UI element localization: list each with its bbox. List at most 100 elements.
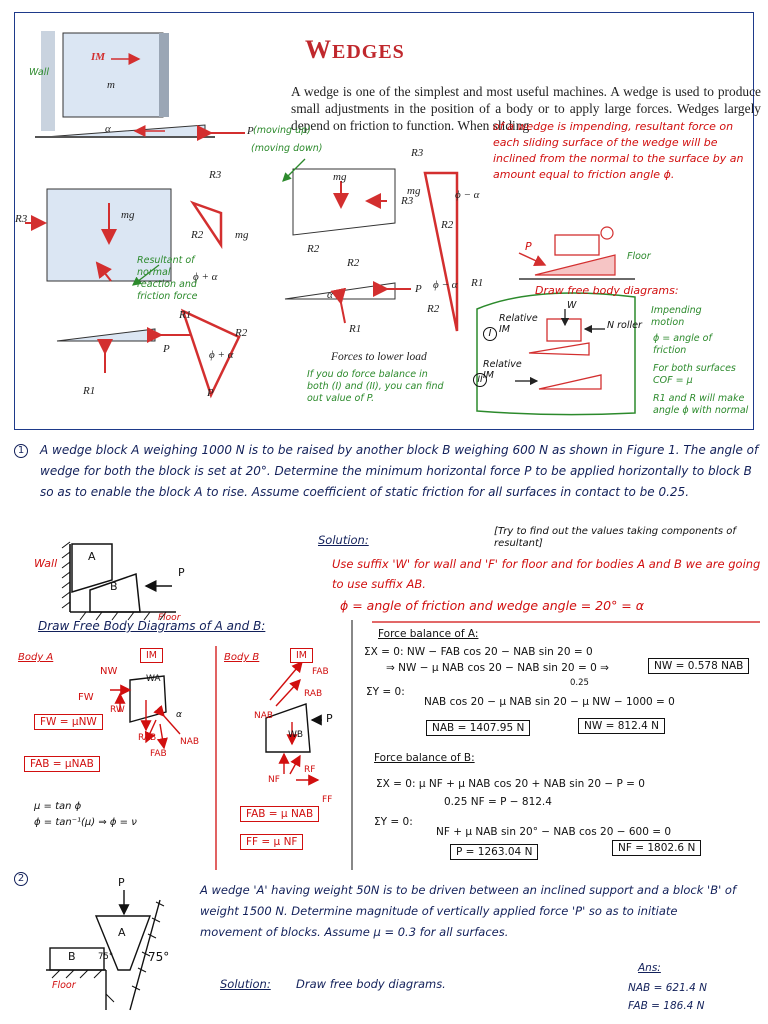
mg-label-1: mg [121, 209, 135, 221]
problem1-statement: A wedge block A weighing 1000 N is to be… [40, 443, 759, 499]
p-label-tri: P [207, 387, 214, 399]
force-balance-b: Force balance of B: [374, 752, 475, 764]
fig2-block-b: B [68, 950, 76, 963]
mg-label-2: mg [333, 171, 347, 183]
body-b-label: Body B [224, 652, 260, 663]
alpha-label-2: α [327, 289, 333, 301]
moving-up-note: (moving up) [253, 125, 311, 136]
alpha-label: α [105, 123, 111, 135]
problem2-statement: A wedge 'A' having weight 50N is to be d… [200, 883, 737, 939]
fig1-wall: Wall [34, 557, 58, 570]
lbl-nw: NW [100, 666, 118, 677]
intro-paragraph: A wedge is one of the simplest and most … [291, 84, 761, 133]
fig2-block-a: A [118, 926, 126, 939]
im-box-a: IM [140, 648, 163, 663]
fig2-angle-1: 75° [98, 952, 114, 962]
ff-equation-box: FF = μ NF [240, 834, 304, 850]
lbl-ff: FF [322, 795, 333, 805]
impending-note-red: of a wedge is impending, resultant force… [493, 120, 744, 181]
r2-label-4: R2 [441, 219, 454, 231]
problem1-solution-label: Solution: [318, 533, 369, 547]
lbl-fab-b: FAB [312, 667, 329, 677]
lbl-nf: NF [268, 775, 280, 785]
p-label-fig: P [163, 343, 170, 355]
wedge-figures [25, 31, 636, 416]
phi-alpha-2: ϕ + α [209, 349, 234, 361]
fig1-force-p: P [178, 566, 185, 579]
r2-label-2: R2 [307, 243, 320, 255]
lbl-rw: RW [110, 705, 125, 715]
fab-equation-box: FAB = μNAB [24, 756, 100, 772]
lbl-wb: WB [288, 730, 304, 740]
b-sum-x: ΣX = 0: μ NF + μ NAB cos 20 + NAB sin 20… [376, 778, 645, 790]
r1-label-3: R1 [471, 277, 484, 289]
w-label: W [567, 300, 577, 311]
lbl-rf: RF [304, 765, 316, 775]
lbl-nab-b: NAB [254, 711, 274, 721]
fig1-block-a: A [88, 550, 96, 563]
problem2-number: 2 [14, 872, 28, 886]
wedges-textbook-panel: WEDGES A wedge is one of the simplest an… [14, 12, 761, 430]
lbl-rab-b: RAB [304, 689, 323, 699]
lbl-alpha-a: α [176, 710, 182, 720]
fw-equation-box: FW = μNW [34, 714, 103, 730]
nw-ratio-box: NW = 0.578 NAB [648, 658, 750, 674]
r1r-note: R1 and R will make angle ϕ with normal [653, 393, 749, 416]
floor-label-top: Floor [627, 251, 651, 262]
resultant-note: Resultant of normal reaction and frictio… [137, 255, 198, 302]
section-title: WEDGES [305, 35, 405, 64]
phi-definition: ϕ = angle of friction and wedge angle = … [340, 598, 644, 613]
r3-label-3: R3 [401, 195, 414, 207]
relative-im-1: Relative IM [499, 313, 538, 335]
body-a-label: Body A [18, 652, 54, 663]
lbl-nab-a: NAB [180, 737, 200, 747]
r2-label-3: R2 [347, 257, 360, 269]
circle-i: I [483, 327, 497, 341]
mu-tan: μ = tan ϕ [34, 801, 82, 812]
fab-equation-box-b: FAB = μ NAB [240, 806, 320, 822]
a-sum-x: ΣX = 0: NW − FAB cos 20 − NAB sin 20 = 0 [364, 646, 593, 658]
p-label-sketch: P [525, 240, 532, 253]
im-box-b: IM [290, 648, 313, 663]
mg-label-tri: mg [235, 229, 249, 241]
r2-label-1: R2 [191, 229, 204, 241]
phi-alpha-1: ϕ + α [193, 271, 218, 283]
n-roller-label: N roller [607, 320, 642, 331]
fig2-floor: Floor [52, 980, 76, 991]
moving-down-note: (moving down) [251, 143, 323, 154]
impending-motion-note: Impending motion [651, 305, 702, 328]
force-balance-a: Force balance of A: [378, 628, 479, 640]
a-sum-y: ΣY = 0: [366, 686, 405, 698]
mu-value-note: 0.25 [570, 678, 589, 688]
b-sum-x-2: 0.25 NF = P − 812.4 [444, 796, 552, 808]
problem2-solution-text: Draw free body diagrams. [296, 977, 446, 991]
r1-label-fig: R1 [83, 385, 96, 397]
lbl-fab-a: FAB [150, 749, 167, 759]
b-sum-y: ΣY = 0: [374, 816, 413, 828]
nab-result-box: NAB = 1407.95 N [426, 720, 531, 736]
r2-label-5: R2 [427, 303, 440, 315]
fig2-angle-2: 75° [148, 950, 170, 964]
nw-result-box: NW = 812.4 N [578, 718, 665, 734]
mass-label: m [107, 79, 115, 91]
fig1-block-b: B [110, 580, 118, 593]
p-result-box: P = 1263.04 N [450, 844, 539, 860]
r2-label-tri: R2 [235, 327, 248, 339]
lbl-p-b: P [326, 712, 333, 725]
ans-nab: NAB = 621.4 N [628, 982, 707, 994]
fig2-force-p: P [118, 876, 125, 889]
relative-im-2: Relative IM [483, 359, 522, 381]
a-sum-x-2: ⇒ NW − μ NAB cos 20 − NAB sin 20 = 0 ⇒ [386, 662, 609, 674]
ans-label: Ans: [638, 962, 661, 974]
wall-label: Wall [29, 67, 49, 78]
circle-ii: II [473, 373, 487, 387]
b-sum-y-eq: NF + μ NAB sin 20° − NAB cos 20 − 600 = … [436, 826, 672, 838]
phi-angle-note: ϕ = angle of friction [653, 333, 712, 356]
problem1-number: 1 [14, 444, 28, 458]
r1-label-2: R1 [349, 323, 362, 335]
r3-label-4: R3 [411, 147, 424, 159]
p-label: P [247, 125, 254, 137]
r3-label-1: R3 [15, 213, 28, 225]
problem1-hint: [Try to find out the values taking compo… [494, 526, 736, 549]
lbl-wa: WA [146, 674, 161, 684]
